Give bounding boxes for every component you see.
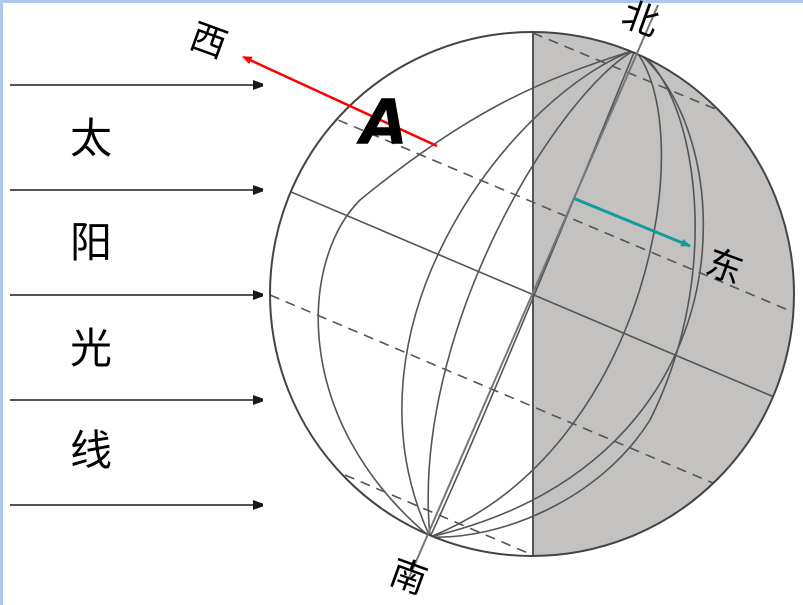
sun-rays — [10, 85, 262, 505]
west-arrow-icon — [241, 56, 438, 148]
sunlight-label-char: 阳 — [70, 218, 113, 267]
earth-axis — [407, 4, 659, 581]
globe — [269, 4, 795, 581]
globe-outline — [269, 31, 795, 557]
point-a-label: A — [360, 86, 408, 159]
frame-left-border — [0, 0, 3, 605]
sunlight-label-char: 光 — [70, 324, 113, 373]
graticule — [270, 32, 794, 556]
east-arrow-icon — [572, 196, 691, 248]
sunlight-label-char: 太 — [70, 114, 113, 163]
sunlight-label-char: 线 — [70, 426, 113, 475]
frame-top-border — [0, 0, 803, 3]
